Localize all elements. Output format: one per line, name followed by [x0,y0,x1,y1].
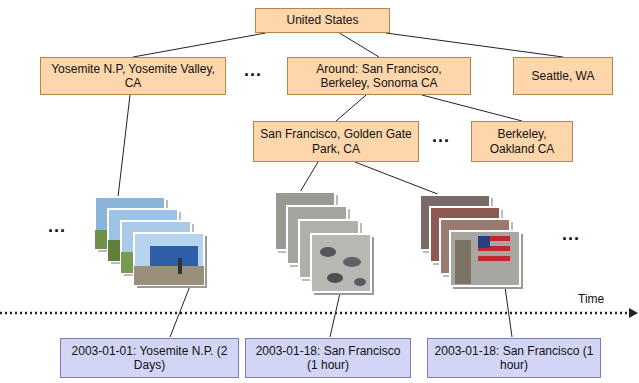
box-text: Seattle, WA [532,69,595,83]
pigeon [320,247,336,257]
photo [311,234,371,292]
box-text: 2003-01-01: Yosemite N.P. (2 Days) [67,344,232,373]
pigeon [327,273,343,283]
event-box: 2003-01-01: Yosemite N.P. (2 Days) [60,338,239,378]
leader-line [330,293,340,337]
axis-arrowhead [629,308,638,318]
connector-line [133,33,266,57]
box-text: 2003-01-18: San Francisco (1 hour) [252,344,404,373]
tree-connector [339,33,379,57]
flag-stripe [478,256,510,261]
region-box: Seattle, WA [513,57,613,95]
connector-line [422,95,522,121]
event-box: 2003-01-18: San Francisco (1 hour) [245,338,411,378]
box-text: 2003-01-18: San Francisco (1 hour) [434,344,594,373]
region-box: Berkeley, Oakland CA [471,121,573,162]
leader-line [355,162,440,195]
tree-connector [386,33,563,57]
ellipsis: ... [244,60,262,82]
photo-stack [95,197,207,288]
leader-line [300,162,318,192]
building [455,240,471,284]
pigeon [343,257,361,267]
photo [450,231,520,286]
box-text: Around: San Francisco, Berkeley, Sonoma … [294,62,464,91]
box-text: San Francisco, Golden Gate Park, CA [260,127,412,156]
box-text: Berkeley, Oakland CA [478,127,566,156]
tree-connector [422,95,522,121]
photo-ground [134,266,204,285]
event-box: 2003-01-18: San Francisco (1 hour) [427,338,601,378]
region-box: San Francisco, Golden Gate Park, CA [253,121,419,162]
box-text: Yosemite N.P, Yosemite Valley, CA [47,62,219,91]
region-box: United States [255,8,390,33]
leader-line [505,287,512,337]
region-box: Yosemite N.P, Yosemite Valley, CA [40,57,226,95]
flag-canton [478,236,490,248]
ellipsis: ... [48,216,66,238]
tree-connector [133,33,266,57]
photo-stack [420,195,523,289]
connector-line [336,95,366,121]
ellipsis: ... [432,126,450,148]
region-box: Around: San Francisco, Berkeley, Sonoma … [287,57,471,95]
axis-label: Time [578,292,604,306]
photo-person [178,258,182,274]
connector-line [386,33,563,57]
photo-sign [150,246,198,266]
ellipsis: ... [562,224,580,246]
box-text: United States [286,13,358,27]
leader-line [118,95,130,197]
time-axis [0,312,630,315]
photo-stack [275,192,374,295]
leader-line [170,286,190,337]
pigeon [354,278,366,286]
tree-connector [336,95,366,121]
photo [134,233,204,285]
connector-line [339,33,379,57]
